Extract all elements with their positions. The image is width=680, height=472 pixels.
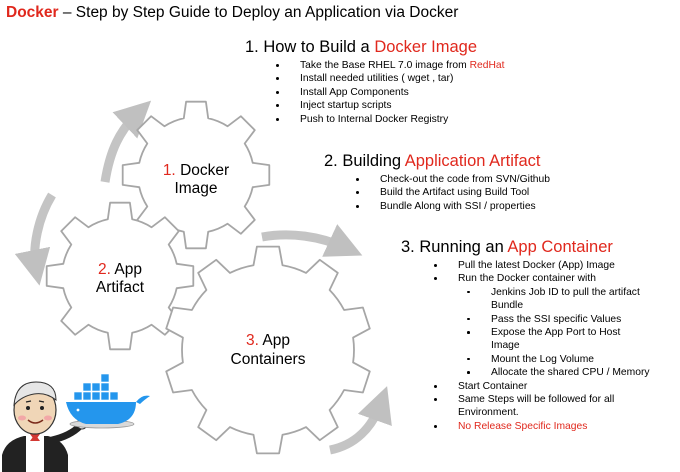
title-rest: – Step by Step Guide to Deploy an Applic…: [58, 4, 459, 21]
gear2-label-line1: 2. App: [98, 261, 142, 278]
list-item: Install needed utilities ( wget , tar): [276, 72, 505, 85]
cycle-arrow-right: [261, 224, 363, 257]
gear-app-containers: [165, 245, 371, 455]
docker-whale-icon: [66, 373, 150, 429]
gear-app-artifact: [45, 201, 195, 351]
section3-heading-prefix: 3. Running an: [401, 238, 508, 256]
jenkins-docker-logo: [2, 373, 150, 472]
list-item-highlight: No Release Specific Images: [434, 420, 650, 433]
list-item: Same Steps will be followed for all: [434, 393, 650, 406]
sub-list-item: Expose the App Port to Host: [434, 326, 650, 339]
list-item: Take the Base RHEL 7.0 image from RedHat: [276, 59, 505, 72]
sub-list-item: Mount the Log Volume: [434, 353, 650, 366]
section1-list: Take the Base RHEL 7.0 image from RedHat…: [276, 59, 505, 126]
gear-docker-image: [121, 100, 271, 250]
cycle-arrow-left: [14, 192, 56, 286]
list-item: Build the Artifact using Build Tool: [356, 186, 550, 199]
cycle-arrow-bottom: [328, 386, 392, 455]
gear3-label-line1: 3. App: [246, 332, 290, 349]
section3-list: Pull the latest Docker (App) Image Run t…: [434, 259, 650, 433]
section3-heading: 3. Running an App Container: [401, 238, 613, 257]
list-item: Start Container: [434, 380, 650, 393]
list-item: Bundle Along with SSI / properties: [356, 200, 550, 213]
jenkins-mascot-icon: [2, 381, 88, 472]
list-item: Inject startup scripts: [276, 99, 505, 112]
section2-list: Check-out the code from SVN/Github Build…: [356, 173, 550, 213]
gear1-label-line1: 1. Docker: [163, 162, 229, 179]
list-item: Install App Components: [276, 86, 505, 99]
section2-heading: 2. Building Application Artifact: [324, 152, 540, 171]
section1-heading-prefix: 1. How to Build a: [245, 38, 375, 56]
section1-heading-highlight: Docker Image: [374, 38, 478, 56]
list-item: Check-out the code from SVN/Github: [356, 173, 550, 186]
sub-list-item-continued: Image: [491, 340, 520, 352]
section2-heading-highlight: Application Artifact: [404, 152, 541, 170]
list-item: Push to Internal Docker Registry: [276, 113, 505, 126]
sub-list-item: Pass the SSI specific Values: [434, 313, 650, 326]
page-title: Docker – Step by Step Guide to Deploy an…: [6, 4, 458, 22]
section3-heading-highlight: App Container: [507, 238, 613, 256]
cycle-arrow-top: [100, 100, 152, 183]
section1-heading: 1. How to Build a Docker Image: [245, 38, 477, 57]
gear2-label-line2: Artifact: [96, 279, 145, 296]
list-item-continued: Environment.: [458, 407, 519, 419]
sub-list-item: Jenkins Job ID to pull the artifact: [434, 286, 650, 299]
list-item: Run the Docker container with: [434, 272, 650, 285]
sub-list-item: Allocate the shared CPU / Memory: [434, 366, 650, 379]
gear3-label-line2: Containers: [231, 351, 306, 368]
gear1-label-line2: Image: [174, 180, 217, 197]
section2-heading-prefix: 2. Building: [324, 152, 405, 170]
list-item: Pull the latest Docker (App) Image: [434, 259, 650, 272]
title-brand: Docker: [6, 4, 59, 21]
sub-list-item-continued: Bundle: [491, 300, 524, 312]
